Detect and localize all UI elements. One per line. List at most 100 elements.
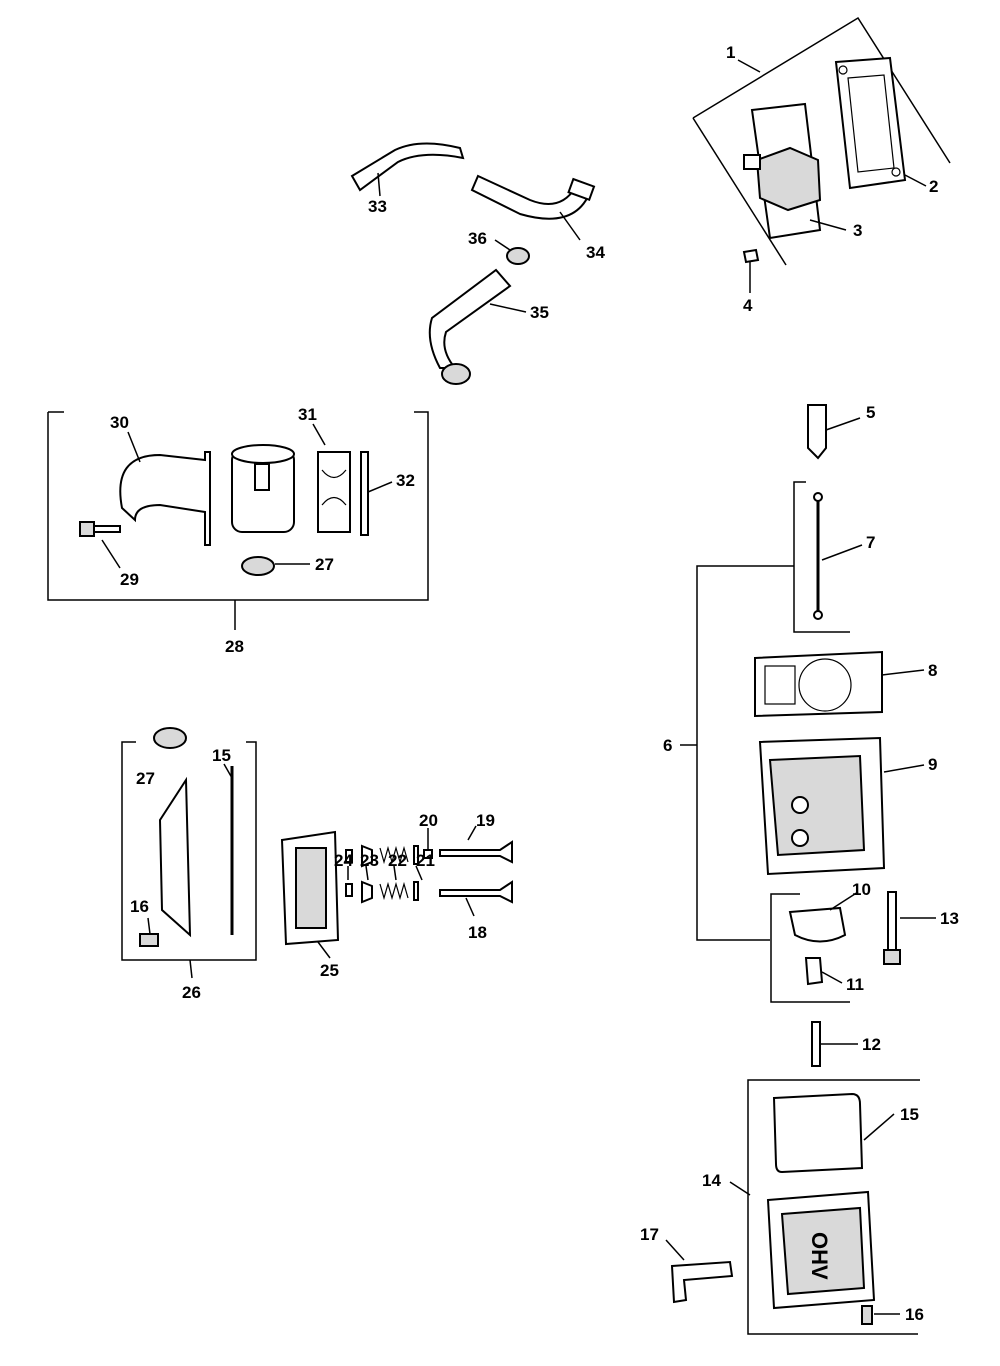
leader-14 — [729, 1181, 751, 1196]
filter-bracket-group: 30 31 32 29 27 28 — [47, 405, 429, 656]
hose-35 — [428, 268, 512, 369]
callout-27-a: 27 — [315, 555, 334, 574]
callout-26: 26 — [182, 983, 201, 1002]
screw-29-shank — [93, 525, 121, 533]
leader-5 — [825, 417, 861, 431]
bracket-28 — [47, 411, 429, 601]
bolt-13-shank — [887, 891, 897, 951]
pushrod-7-bottom — [813, 610, 823, 620]
bracket-17 — [670, 1260, 734, 1304]
callout-16-b: 16 — [905, 1305, 924, 1324]
leader-32 — [367, 481, 393, 493]
callout-35: 35 — [530, 303, 549, 322]
leader-2 — [904, 174, 927, 187]
leader-34 — [559, 211, 581, 241]
breather-cover-26 — [158, 776, 192, 938]
valve-cover-assembly: 1 2 3 4 — [692, 16, 951, 315]
head-gasket-port — [764, 665, 796, 705]
leader-31 — [312, 423, 326, 446]
screw-29-head — [79, 521, 95, 537]
leader-10 — [829, 891, 859, 911]
callout-33: 33 — [368, 197, 387, 216]
bracket-7 — [793, 481, 850, 633]
leader-8 — [881, 669, 925, 676]
head-gasket-8 — [754, 650, 883, 718]
leader-36 — [494, 239, 511, 251]
callout-12: 12 — [862, 1035, 881, 1054]
leader-30 — [127, 431, 141, 463]
callout-17: 17 — [640, 1225, 659, 1244]
callout-10: 10 — [852, 880, 871, 899]
leader-15b — [863, 1113, 895, 1141]
key-24-lower — [345, 883, 353, 897]
callout-11: 11 — [846, 975, 864, 994]
retainer-23-upper — [361, 844, 373, 868]
leader-15a — [223, 763, 233, 779]
head-gasket-bore — [798, 658, 852, 712]
bracket-6 — [696, 565, 794, 941]
valve-18 — [439, 880, 513, 904]
seal-21-lower — [413, 881, 419, 901]
leader-9 — [883, 764, 925, 773]
key-24-upper — [345, 849, 353, 863]
bracket-14 — [747, 1079, 920, 1335]
screw-4 — [742, 248, 760, 264]
leader-21 — [415, 865, 423, 881]
callout-2: 2 — [929, 177, 938, 196]
callout-28: 28 — [225, 637, 244, 656]
stud-12 — [811, 1021, 821, 1067]
hose-35-end — [441, 363, 471, 385]
leader-29 — [101, 539, 121, 569]
callout-14: 14 — [702, 1171, 721, 1190]
bolt-13-head — [883, 949, 901, 965]
hose-clamp-36 — [506, 247, 530, 265]
screw-16-a — [139, 933, 159, 947]
callout-36: 36 — [468, 229, 487, 248]
cover-gasket-15 — [772, 1092, 864, 1174]
cover-logo: OHV — [807, 1232, 832, 1280]
grommet-27 — [241, 556, 275, 576]
hose-34-end — [567, 177, 596, 202]
callout-5: 5 — [866, 403, 875, 422]
callout-21: 21 — [416, 851, 435, 870]
strap-30 — [119, 451, 211, 546]
head-valve-seat — [791, 829, 809, 847]
callout-29: 29 — [120, 570, 139, 589]
seal-21-upper — [413, 845, 419, 865]
callout-31: 31 — [298, 405, 317, 424]
callout-30: 30 — [110, 413, 129, 432]
cylinder-head-25-face — [295, 847, 327, 929]
callout-6: 6 — [663, 736, 672, 755]
leader-33 — [377, 172, 381, 197]
leader-22 — [393, 865, 397, 881]
leader-18 — [465, 897, 475, 917]
valve-19 — [439, 840, 513, 864]
callout-25: 25 — [320, 961, 339, 980]
lifter-5 — [807, 404, 827, 460]
bracket-1 — [692, 16, 951, 164]
hose-33 — [350, 142, 465, 192]
support-31 — [317, 451, 351, 533]
leader-7 — [821, 544, 863, 561]
rocker-10 — [788, 906, 847, 943]
leader-19 — [467, 825, 477, 841]
valve-cover-group: 15 OHV 14 16 17 — [640, 1079, 924, 1335]
callout-18: 18 — [468, 923, 487, 942]
callout-4: 4 — [743, 296, 753, 315]
spring-22-lower — [379, 881, 409, 901]
callout-3: 3 — [853, 221, 862, 240]
leader-35 — [489, 303, 527, 313]
callout-19: 19 — [476, 811, 495, 830]
bracket-1-lower — [692, 117, 787, 266]
callout-9: 9 — [928, 755, 937, 774]
callout-22: 22 — [388, 851, 407, 870]
grommet-27-b — [153, 727, 187, 749]
bracket-26 — [121, 741, 257, 961]
head-valve-seat — [791, 796, 809, 814]
leader-3 — [809, 219, 847, 231]
cylinder-head-face — [768, 754, 866, 857]
support-31-detail — [321, 469, 347, 506]
leader-1 — [737, 59, 761, 73]
